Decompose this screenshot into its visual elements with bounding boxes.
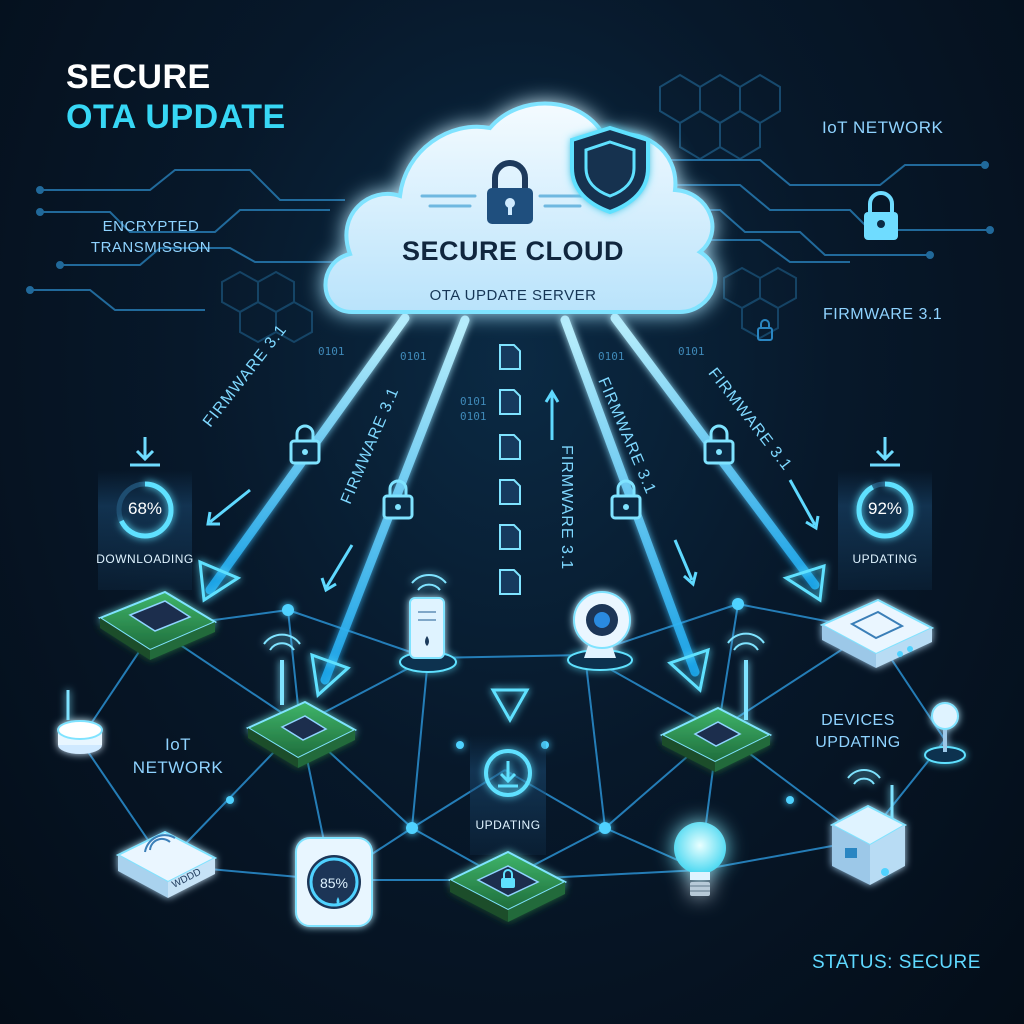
- hexagon-pattern-right: [723, 266, 797, 340]
- webcam-device: [567, 591, 633, 671]
- smart-bulb-device: [674, 822, 726, 896]
- side-arrows: [206, 389, 820, 593]
- progress-status-center: UPDATING: [475, 818, 541, 832]
- binary-text: 0101: [400, 350, 427, 363]
- progress-status-left: DOWNLOADING: [96, 552, 194, 566]
- beam-arrowheads: [198, 559, 826, 724]
- thermostat-value: 85%: [320, 875, 348, 891]
- download-icon: [870, 437, 900, 467]
- circuit-traces-left: [26, 169, 345, 311]
- progress-status-right: UPDATING: [852, 552, 918, 566]
- chip-device-mid-right: [659, 632, 773, 772]
- progress-panel-left: [98, 470, 192, 590]
- binary-text: 0101: [460, 410, 487, 423]
- binary-text: 0101: [598, 350, 625, 363]
- progress-panel-right: [838, 470, 932, 590]
- chip-device-left: [97, 590, 218, 660]
- page-title-line2: OTA UPDATE: [66, 98, 286, 136]
- wifi-router-bottom: [115, 830, 218, 898]
- shield-icon: [570, 125, 650, 215]
- progress-percent-right: 92%: [867, 499, 903, 518]
- thermostat-device: [295, 837, 373, 927]
- file-icon-stack: [499, 344, 521, 595]
- smartphone-device: [399, 573, 457, 673]
- hexagon-pattern-top: [659, 73, 781, 161]
- page-title-line1: SECURE: [66, 58, 211, 96]
- encrypted-transmission-label: ENCRYPTED TRANSMISSION: [90, 218, 212, 256]
- lock-icon: [382, 479, 414, 520]
- progress-percent-left: 68%: [127, 499, 163, 518]
- chip-device-center: [447, 850, 568, 922]
- status-label: STATUS: SECURE: [812, 952, 981, 973]
- wifi-router-left: [57, 690, 103, 754]
- binary-text: 0101: [460, 395, 487, 408]
- progress-ring-left: [116, 481, 174, 539]
- iot-network-label-top: IoT NETWORK: [822, 118, 944, 137]
- cloud-title: SECURE CLOUD: [401, 236, 624, 266]
- gateway-device: [819, 598, 935, 668]
- lock-icon: [289, 424, 321, 465]
- binary-text: 0101: [318, 345, 345, 358]
- binary-text: 0101: [678, 345, 705, 358]
- hexagon-pattern-left: [221, 270, 313, 344]
- lock-icon: [703, 424, 735, 465]
- iot-network-label-left: IoT NETWORK: [132, 735, 224, 777]
- lock-icon: [610, 479, 642, 520]
- small-lock-icon: [757, 319, 773, 341]
- chip-device-mid-left: [245, 633, 358, 768]
- beam-label-3: FIRMWARE 3.1: [558, 445, 575, 571]
- download-circle-icon: [484, 749, 532, 797]
- cloud-motion-lines: [420, 194, 592, 208]
- joystick-device: [924, 702, 966, 764]
- cloud-subtitle: OTA UPDATE SERVER: [429, 287, 597, 304]
- firmware-label-right: FIRMWARE 3.1: [823, 306, 943, 323]
- network-lock-icon: [864, 191, 898, 240]
- cloud-lock-icon: [487, 160, 533, 224]
- circuit-traces-right: [660, 159, 994, 263]
- sensor-cube-device: [829, 769, 908, 885]
- download-icon: [130, 437, 160, 467]
- progress-ring-right: [856, 481, 914, 539]
- devices-updating-label: DEVICES UPDATING: [815, 712, 901, 751]
